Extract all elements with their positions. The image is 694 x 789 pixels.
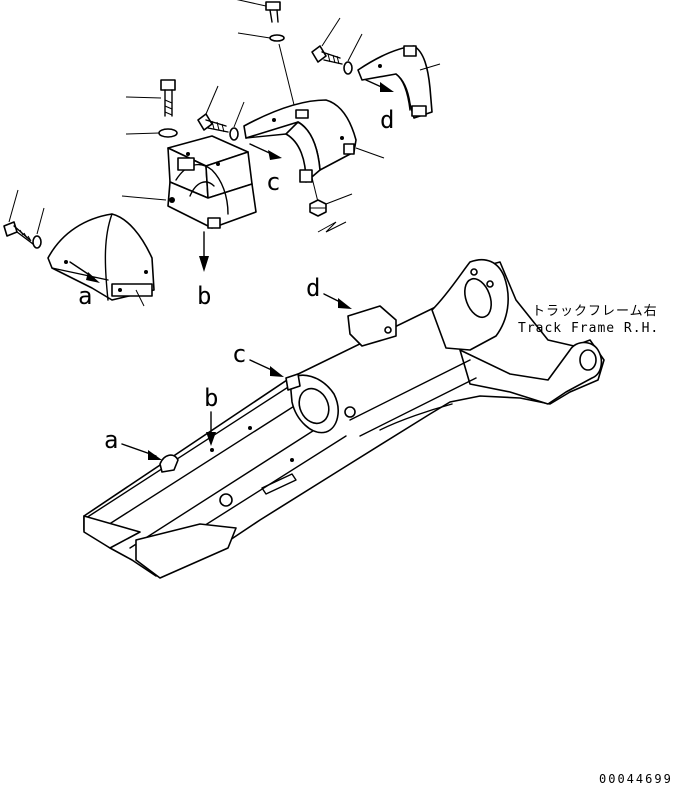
callout-a-part: a (78, 282, 92, 310)
leader-bolt-b2 (205, 85, 219, 115)
leader-cover-c (355, 147, 385, 159)
long-bolt-b (160, 79, 176, 117)
callout-a-frame: a (104, 426, 118, 454)
washer-a (32, 235, 42, 249)
washer-d (343, 61, 353, 75)
bolt-c-top (265, 1, 281, 23)
leader-washer-b (125, 132, 160, 135)
bolt-hole-d (384, 326, 392, 334)
callout-b-part: b (197, 282, 211, 310)
bolt-d (311, 45, 343, 65)
cover-c-group: c (236, 0, 385, 233)
hole-b (210, 448, 214, 452)
washer-b2 (229, 127, 239, 141)
caption-jp: トラックフレーム右 (532, 304, 658, 319)
nut-c (309, 199, 327, 217)
leader-washer-a (36, 207, 45, 235)
caption-en: Track Frame R.H. (518, 321, 659, 336)
guard-plate-a (47, 213, 155, 301)
callout-b-frame: b (204, 384, 218, 412)
leader-cover-d (419, 63, 441, 71)
leader-guard-a (135, 289, 145, 307)
leader-washer-d (347, 33, 363, 62)
arrow-b (199, 256, 209, 272)
washer-c (269, 34, 285, 42)
bracket-b (167, 135, 257, 229)
bolt-b2 (197, 113, 229, 133)
washer-b (158, 128, 178, 138)
frame-callouts: a b c d (104, 274, 352, 460)
pad-c (285, 373, 301, 391)
cover-c (243, 99, 357, 183)
guard-a-group: a (3, 189, 155, 310)
callout-c-part: c (266, 168, 280, 196)
bolt-a (3, 221, 34, 245)
leader-bolt-c (236, 0, 267, 7)
cover-d (357, 45, 433, 119)
leader-bolt-b (125, 96, 162, 99)
callout-d-part: d (380, 106, 394, 134)
track-frame (83, 258, 605, 579)
leader-nut-c (325, 193, 353, 205)
arrow-d (380, 82, 394, 92)
drawing-code: 00044699 (599, 772, 673, 786)
bracket-b-group: b (121, 79, 257, 310)
leader-bracket-b (121, 195, 167, 201)
pad-a (159, 454, 179, 473)
callout-d-frame: d (306, 274, 320, 302)
leader-washer-b2 (233, 101, 245, 128)
leader-washer-c (237, 32, 271, 39)
callout-c-frame: c (232, 340, 246, 368)
cover-d-group: d (311, 17, 441, 134)
break-mark (317, 221, 347, 233)
leader-bolt-d (321, 17, 341, 47)
leader-bolt-a (8, 189, 19, 223)
